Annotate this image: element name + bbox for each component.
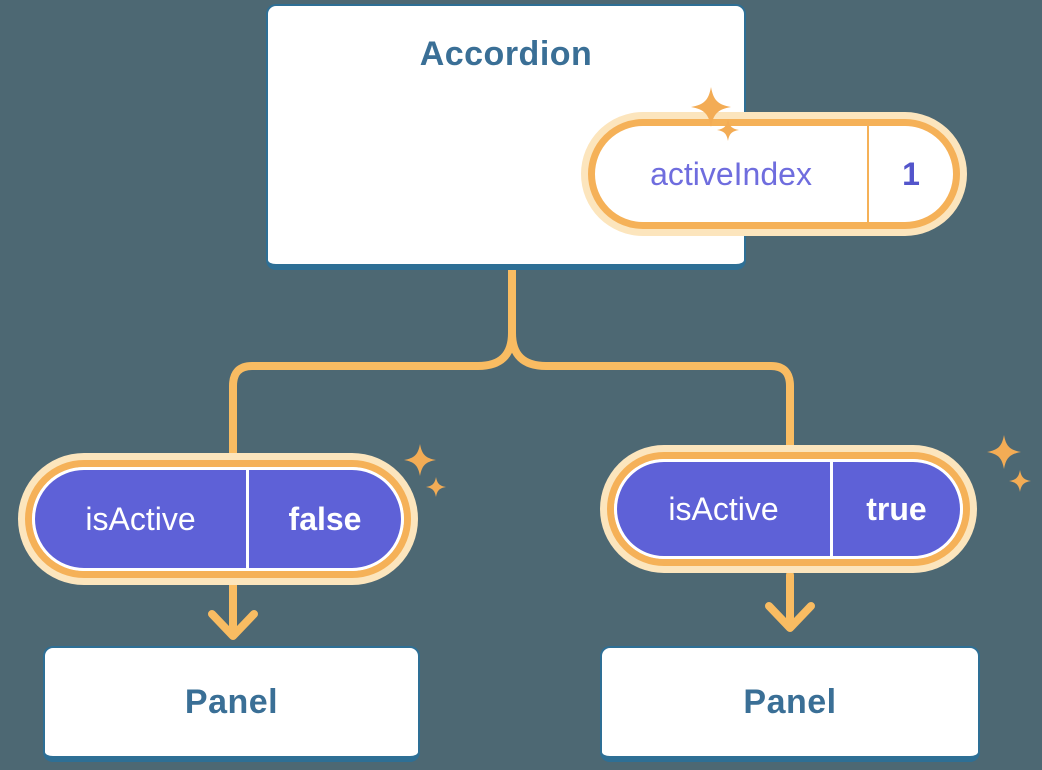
panel-card-left: Panel bbox=[43, 646, 420, 762]
sparkle-icon bbox=[404, 444, 446, 497]
sparkle-big-star bbox=[987, 435, 1021, 469]
accordion-card: Accordion activeIndex 1 bbox=[266, 4, 960, 270]
branch-line-left bbox=[229, 266, 516, 459]
prop-pill-left-body: isActive false bbox=[32, 467, 404, 571]
state-pill-label: activeIndex bbox=[650, 155, 812, 192]
prop-pill-right-label: isActive bbox=[668, 490, 779, 527]
sparkle-big-star bbox=[404, 444, 436, 476]
arrow-head-right bbox=[765, 602, 815, 632]
state-pill: activeIndex 1 bbox=[588, 119, 960, 229]
sparkle-small-star bbox=[426, 477, 446, 497]
accordion-title: Accordion bbox=[419, 35, 593, 73]
prop-pill-right-value: true bbox=[830, 462, 960, 556]
prop-pill-left-value: false bbox=[246, 470, 401, 568]
sparkle-icon bbox=[691, 87, 739, 141]
panel-left-title: Panel bbox=[184, 682, 279, 721]
arrow-head-left bbox=[208, 610, 258, 640]
state-pill-value: 1 bbox=[867, 126, 953, 222]
sparkle-small-star bbox=[717, 119, 739, 141]
prop-pill-right-body: isActive true bbox=[614, 459, 963, 559]
sparkle-small-star bbox=[1009, 470, 1031, 492]
panel-right-title: Panel bbox=[743, 682, 837, 721]
sparkle-icon bbox=[987, 435, 1031, 492]
panel-card-right: Panel bbox=[600, 646, 980, 762]
prop-pill-right: isActive true bbox=[607, 452, 970, 566]
sparkle-big-star bbox=[691, 87, 731, 127]
prop-pill-left-label: isActive bbox=[85, 500, 196, 537]
prop-pill-left: isActive false bbox=[25, 460, 411, 578]
branch-line-right bbox=[508, 266, 794, 452]
